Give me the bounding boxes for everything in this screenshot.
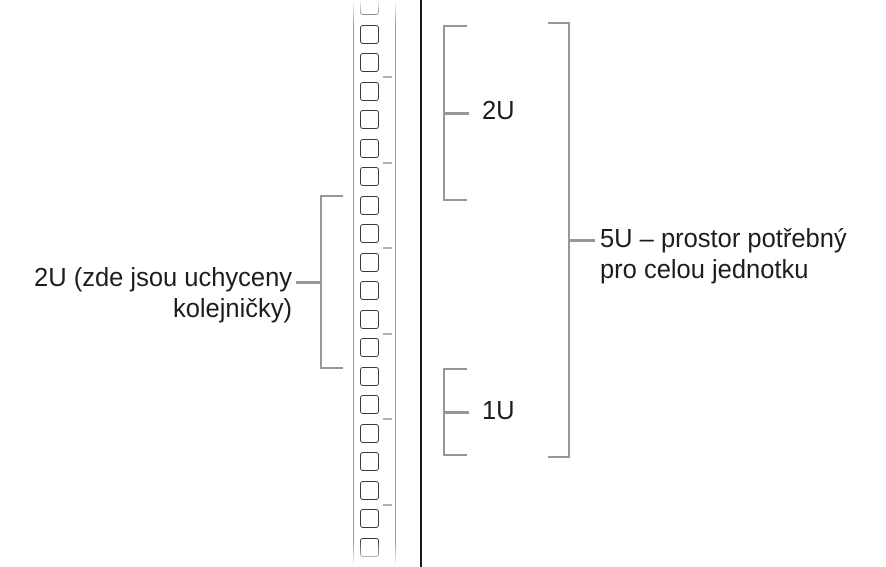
rail-u-tick [383, 418, 392, 420]
rail-u-tick [383, 247, 392, 249]
label-bottom-1u: 1U [482, 397, 515, 425]
rail-hole [360, 224, 379, 243]
rail-hole [360, 452, 379, 471]
rail-hole [360, 338, 379, 357]
rail-hole [360, 480, 379, 500]
bracket-total-5u-connector [569, 239, 595, 242]
rail-hole [360, 366, 379, 386]
bracket-rails-2u [320, 195, 343, 369]
rail-hole [360, 53, 379, 72]
rack-rail [350, 0, 396, 567]
bracket-bottom-1u-connector [443, 411, 469, 414]
rail-hole [360, 81, 379, 101]
rail-hole [360, 281, 379, 300]
rail-right-edge-line [395, 0, 396, 567]
rail-u-tick [383, 503, 392, 506]
label-rails-2u: 2U (zde jsou uchyceny kolejničky) [34, 264, 292, 323]
rail-hole [360, 537, 379, 557]
bracket-top-2u-connector [443, 112, 469, 115]
label-top-2u: 2U [482, 97, 515, 125]
rail-hole [360, 509, 379, 528]
rail-hole [360, 309, 379, 329]
rail-hole [360, 0, 379, 15]
rail-u-tick [383, 161, 392, 164]
rack-post-line [420, 0, 422, 567]
rail-hole [360, 167, 379, 186]
rail-hole [360, 423, 379, 443]
rail-hole [360, 395, 379, 414]
rail-hole [360, 195, 379, 215]
rail-u-tick [383, 332, 392, 335]
rail-u-tick [383, 76, 392, 78]
label-total-5u: 5U – prostor potřebný pro celou jednotku [600, 225, 847, 284]
bracket-total-5u [548, 22, 570, 458]
rail-hole [360, 138, 379, 158]
rail-hole [360, 252, 379, 272]
bracket-rails-2u-connector [296, 281, 322, 284]
rail-left-edge-line [353, 0, 354, 567]
rail-hole [360, 110, 379, 129]
rail-hole [360, 24, 379, 44]
rack-rail-holes-group [350, 0, 396, 567]
